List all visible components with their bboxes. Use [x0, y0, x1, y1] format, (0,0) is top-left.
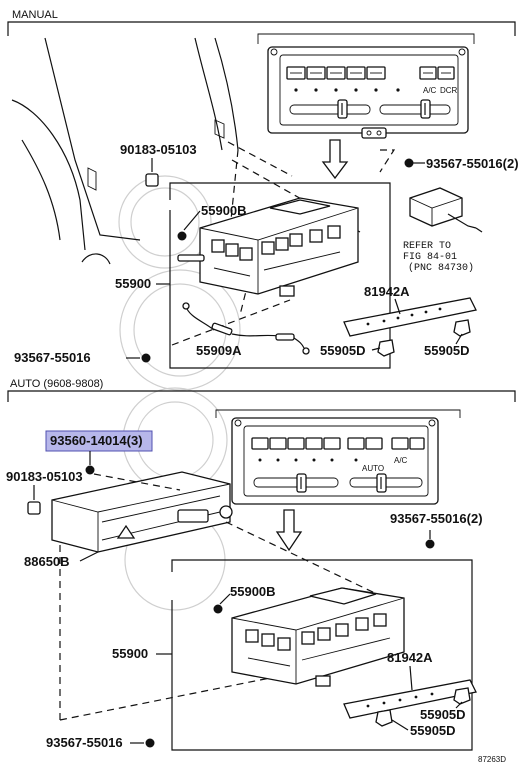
- manual-81942a-leader: [394, 298, 401, 315]
- manual-screw-top-right: [404, 158, 425, 168]
- auto-bulb-a: [453, 687, 471, 705]
- manual-55900-frame: [169, 182, 391, 369]
- auto-dash-4: [59, 671, 301, 721]
- manual-label-55900: 55900: [115, 276, 151, 291]
- manual-bulb-b: [453, 319, 471, 337]
- manual-clip-90183: [145, 173, 159, 187]
- manual-dash-3: [229, 149, 239, 231]
- auto-88650b-leader: [79, 551, 99, 562]
- auto-81942a-leader: [409, 665, 413, 691]
- auto-screw-right: [425, 530, 435, 549]
- manual-section-title: MANUAL: [12, 9, 58, 21]
- auto-label-88650b: 88650B: [24, 554, 70, 569]
- auto-screw-bottom: [130, 738, 155, 748]
- manual-55900b-leader: [183, 210, 201, 231]
- manual-dashboard-outline: [11, 37, 239, 265]
- auto-sensor-housing: [51, 471, 233, 553]
- manual-label-55905d-b: 55905D: [424, 343, 470, 358]
- auto-panel-sliders: [253, 473, 423, 493]
- manual-55905d-a-leader: [371, 347, 381, 351]
- manual-label-90183: 90183-05103: [120, 142, 197, 157]
- auto-55900-frame: [171, 559, 473, 751]
- auto-clip-90183: [27, 501, 41, 515]
- manual-label-55905d-a: 55905D: [320, 343, 366, 358]
- manual-right-leader: [379, 149, 396, 173]
- manual-face-panel: A/C DCR: [267, 46, 469, 139]
- auto-assembly-arrow: [275, 509, 303, 552]
- manual-screw-bottom: [126, 353, 151, 363]
- manual-refer-line3: (PNC 84730): [408, 262, 474, 274]
- auto-auto-label: AUTO: [362, 464, 384, 473]
- auto-label-55900: 55900: [112, 646, 148, 661]
- auto-label-93567-bottom: 93567-55016: [46, 735, 123, 750]
- manual-label-55909a: 55909A: [196, 343, 242, 358]
- auto-section-frame: [7, 390, 516, 402]
- auto-face-panel: A/C AUTO: [231, 417, 439, 505]
- auto-55900b-leader: [219, 593, 231, 605]
- auto-dash-1: [93, 473, 181, 491]
- auto-ac-label: A/C: [394, 456, 408, 465]
- manual-assembly-arrow: [321, 139, 349, 180]
- figure-code: 87263D: [478, 755, 506, 764]
- auto-label-93567-right: 93567-55016(2): [390, 511, 483, 526]
- manual-55905d-b-leader: [455, 333, 463, 345]
- manual-refer-line2: FIG 84-01: [403, 252, 457, 263]
- auto-section-title: AUTO (9608-9808): [10, 378, 103, 390]
- manual-ac-label: A/C: [423, 86, 437, 95]
- manual-dash-5: [171, 299, 291, 346]
- auto-label-55905d-b: 55905D: [410, 723, 456, 738]
- manual-panel-bracket: [257, 33, 475, 44]
- auto-screw-55900b: [213, 604, 223, 614]
- manual-connector: [409, 187, 483, 233]
- auto-bulb-b: [375, 709, 393, 727]
- manual-dcr-label: DCR: [440, 86, 458, 95]
- auto-label-93560[interactable]: 93560-14014(3): [50, 433, 143, 448]
- auto-dash-2: [225, 521, 401, 606]
- auto-label-81942a: 81942A: [387, 650, 433, 665]
- manual-label-93567-top: 93567-55016(2): [426, 156, 519, 171]
- manual-label-81942a: 81942A: [364, 284, 410, 299]
- manual-bulb-a: [377, 339, 395, 357]
- manual-panel-mode-icons: [294, 88, 400, 92]
- auto-label-90183: 90183-05103: [6, 469, 83, 484]
- auto-panel-bracket: [215, 409, 461, 418]
- auto-55905d-a-leader: [455, 701, 463, 709]
- manual-dash-1: [227, 141, 293, 177]
- auto-panel-mode-icons: [258, 458, 358, 462]
- manual-light-strip: [343, 297, 477, 337]
- auto-highlight-box: [45, 430, 153, 452]
- auto-label-55905d-a: 55905D: [420, 707, 466, 722]
- manual-panel-buttons: [286, 66, 455, 80]
- auto-control-unit: [231, 587, 405, 687]
- auto-light-strip: [343, 679, 477, 719]
- manual-label-55900b: 55900B: [201, 203, 247, 218]
- manual-cable: [182, 302, 310, 355]
- manual-screw-55900b: [177, 231, 187, 241]
- auto-panel-buttons: [251, 437, 425, 450]
- auto-screw-93560: [85, 465, 95, 475]
- manual-section-frame: [7, 21, 516, 36]
- auto-label-55900b: 55900B: [230, 584, 276, 599]
- auto-55905d-b-leader: [391, 719, 409, 731]
- manual-control-unit: [177, 197, 359, 297]
- manual-refer-line1: REFER TO: [403, 241, 451, 252]
- manual-label-93567-bottom: 93567-55016: [14, 350, 91, 365]
- manual-panel-sliders: [289, 99, 451, 119]
